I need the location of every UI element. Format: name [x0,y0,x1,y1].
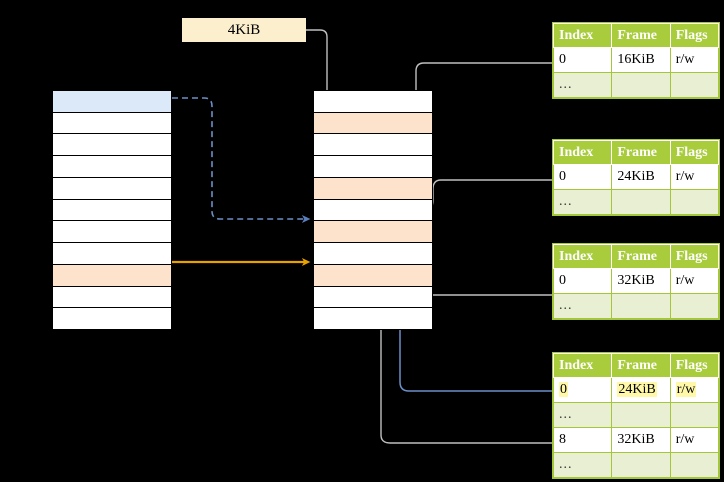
physical-frame-cell-6 [314,221,432,244]
cell-flags [669,189,720,215]
virtual-page-cell-9 [53,286,171,309]
cell-frame [611,452,671,478]
cell-index: 0 [552,47,613,73]
virtual-page-cell-3 [53,156,171,178]
cell-index: 0 [552,377,613,403]
cell-frame: 16KiB [611,47,671,73]
virtual-address-space-column [52,90,172,330]
virtual-page-cell-5 [53,199,171,222]
table-row-ellipsis: ... [552,402,720,428]
cell-index: 0 [552,164,613,190]
virtual-page-cell-6 [53,221,171,244]
virtual-page-cell-1 [53,112,171,135]
physical-frame-cell-1 [314,112,432,135]
cell-index: 8 [552,427,613,453]
column-header-index: Index [552,244,613,269]
column-header-frame: Frame [611,353,671,378]
cell-flags: r/w [669,47,720,73]
physical-frame-cell-0 [314,91,432,113]
cell-frame [611,72,671,98]
table-row-ellipsis: ... [552,293,720,319]
cell-flags [669,72,720,98]
column-header-frame: Frame [611,140,671,165]
cell-flags [669,293,720,319]
physical-frame-cell-9 [314,286,432,309]
cell-index: ... [552,402,613,428]
physical-frame-cell-3 [314,156,432,178]
physical-frame-cell-7 [314,243,432,265]
virtual-page-cell-4 [53,177,171,200]
virtual-page-cell-8 [53,264,171,287]
column-header-index: Index [552,140,613,165]
column-header-index: Index [552,353,613,378]
physical-memory-column [313,90,433,330]
physical-frame-cell-10 [314,308,432,330]
cell-frame: 24KiB [611,164,671,190]
table-row-ellipsis: ... [552,189,720,215]
cell-flags [669,402,720,428]
column-header-index: Index [552,23,613,48]
physical-frame-cell-8 [314,264,432,287]
cell-flags: r/w [669,268,720,294]
physical-frame-cell-5 [314,199,432,222]
table-row-ellipsis: ... [552,452,720,478]
column-header-frame: Frame [611,23,671,48]
cell-flags [669,452,720,478]
cell-index: ... [552,293,613,319]
arrow-virtual-row1-to-physical-row7 [172,97,311,223]
column-header-flags: Flags [669,140,720,165]
connector-pt2-to-physical [416,179,552,225]
cell-frame: 24KiB [611,377,671,403]
cell-frame: 32KiB [611,427,671,453]
cell-flags: r/w [669,377,720,403]
column-header-flags: Flags [669,244,720,269]
cell-index: ... [552,72,613,98]
connector-pt1-to-physical [412,62,552,182]
column-header-flags: Flags [669,23,720,48]
cell-index: ... [552,452,613,478]
column-header-frame: Frame [611,244,671,269]
size-label-4kib: 4KiB [182,18,306,42]
physical-frame-cell-4 [314,177,432,200]
cell-index: 0 [552,268,613,294]
virtual-page-cell-2 [53,134,171,157]
virtual-page-cell-7 [53,243,171,265]
virtual-page-cell-10 [53,308,171,330]
cell-index: ... [552,189,613,215]
column-header-flags: Flags [669,353,720,378]
cell-frame: 32KiB [611,268,671,294]
cell-flags: r/w [669,427,720,453]
physical-frame-cell-2 [314,134,432,157]
table-row-ellipsis: ... [552,72,720,98]
cell-frame [611,402,671,428]
cell-frame [611,189,671,215]
cell-flags: r/w [669,164,720,190]
virtual-page-cell-0 [53,91,171,113]
cell-frame [611,293,671,319]
